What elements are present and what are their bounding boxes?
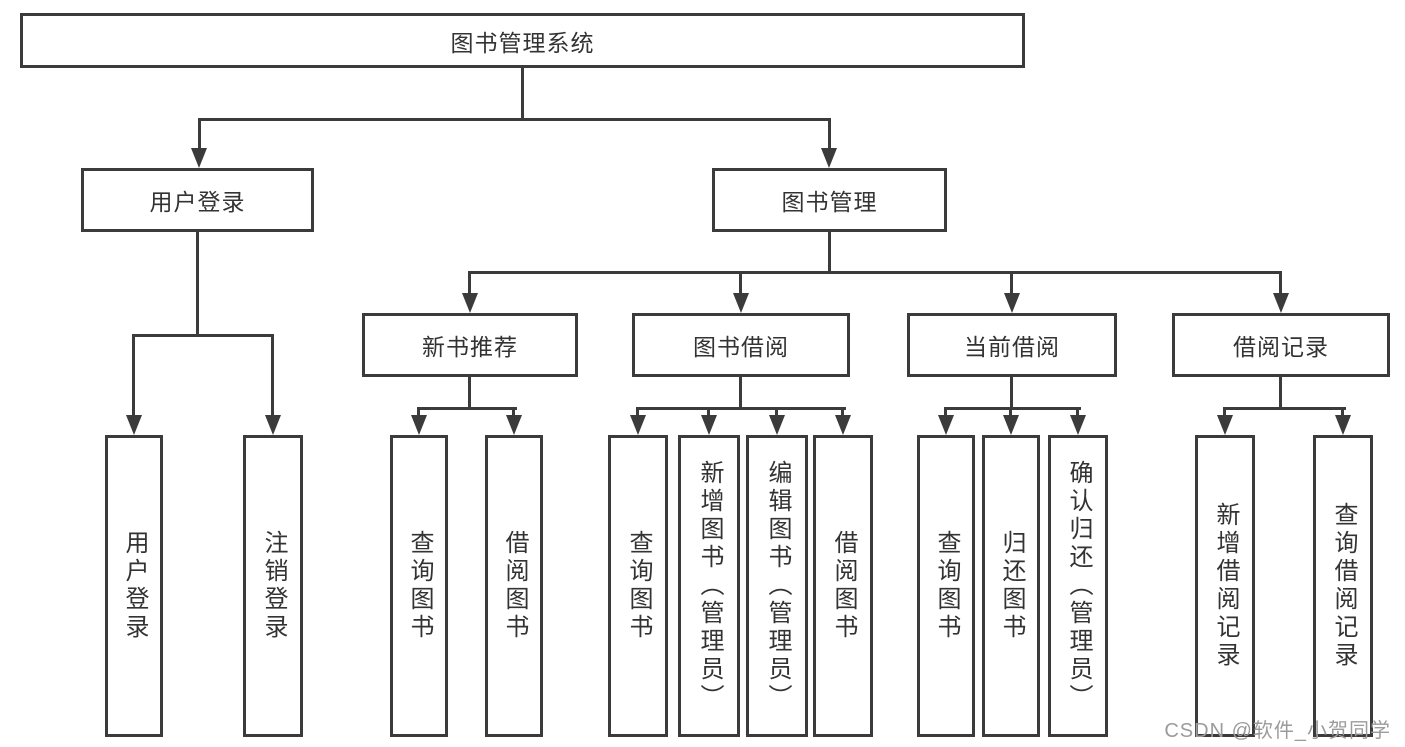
arrow-down-icon — [1335, 415, 1351, 435]
arrow-down-icon — [1070, 415, 1086, 435]
arrow-down-icon — [506, 415, 522, 435]
node-label: 图书管理系统 — [450, 29, 595, 56]
arrow-down-icon — [265, 415, 281, 435]
arrow-down-icon — [462, 293, 478, 313]
connector-line — [1010, 377, 1013, 409]
arrow-down-icon — [835, 415, 851, 435]
connector-line — [1279, 271, 1282, 297]
leaf-edit-books-admin: 编辑图书（管理员） — [746, 435, 808, 737]
leaf-label: 查询借阅记录 — [1330, 502, 1357, 670]
connector-line — [944, 407, 1081, 410]
arrow-down-icon — [1273, 293, 1289, 313]
connector-line — [417, 407, 517, 410]
leaf-label: 查询图书 — [933, 530, 960, 642]
connector-line — [271, 334, 274, 420]
leaf-logout: 注销登录 — [243, 435, 303, 737]
arrow-down-icon — [769, 415, 785, 435]
connector-line — [1341, 407, 1344, 420]
connector-line — [739, 377, 742, 409]
leaf-add-books-admin: 新增图书（管理员） — [678, 435, 740, 737]
leaf-query-books-1: 查询图书 — [390, 435, 448, 737]
leaf-label: 借阅图书 — [830, 530, 857, 642]
connector-line — [468, 271, 1282, 274]
connector-line — [1279, 377, 1282, 409]
arrow-down-icon — [701, 415, 717, 435]
connector-line — [1223, 407, 1346, 410]
node-label: 图书借阅 — [693, 334, 789, 360]
leaf-query-borrow-record: 查询借阅记录 — [1313, 435, 1373, 737]
watermark: CSDN @软件_小贺同学 — [1164, 720, 1391, 742]
leaf-user-login: 用户登录 — [105, 435, 163, 737]
leaf-borrow-books-2: 借阅图书 — [813, 435, 873, 737]
node-book-borrowing: 图书借阅 — [632, 313, 850, 377]
node-current-borrowing: 当前借阅 — [907, 313, 1117, 377]
leaf-add-borrow-record: 新增借阅记录 — [1195, 435, 1255, 737]
leaf-label: 借阅图书 — [501, 530, 528, 642]
connector-line — [636, 407, 639, 420]
node-label: 当前借阅 — [964, 334, 1060, 360]
leaf-query-books-3: 查询图书 — [917, 435, 975, 737]
leaf-label: 新增图书（管理员） — [696, 460, 723, 712]
connector-line — [944, 407, 947, 420]
node-borrowing-records: 借阅记录 — [1172, 313, 1390, 377]
arrow-down-icon — [1004, 293, 1020, 313]
node-label: 用户登录 — [149, 189, 246, 215]
arrow-down-icon — [733, 293, 749, 313]
node-user-login: 用户登录 — [81, 168, 314, 232]
connector-line — [775, 407, 778, 420]
connector-line — [196, 232, 199, 336]
arrow-down-icon — [938, 415, 954, 435]
arrow-down-icon — [411, 415, 427, 435]
leaf-label: 新增借阅记录 — [1212, 502, 1239, 670]
leaf-confirm-return-admin: 确认归还（管理员） — [1048, 435, 1108, 737]
connector-line — [417, 407, 420, 420]
leaf-label: 注销登录 — [260, 530, 287, 642]
connector-line — [132, 334, 135, 420]
connector-line — [636, 407, 846, 410]
arrow-down-icon — [1217, 415, 1233, 435]
connector-line — [1009, 407, 1012, 420]
leaf-label: 查询图书 — [625, 530, 652, 642]
connector-line — [521, 68, 524, 120]
node-book-management: 图书管理 — [712, 168, 947, 232]
leaf-borrow-books-1: 借阅图书 — [485, 435, 543, 737]
node-label: 借阅记录 — [1233, 334, 1329, 360]
leaf-label: 用户登录 — [121, 530, 148, 642]
connector-line — [198, 118, 831, 121]
leaf-label: 归还图书 — [998, 530, 1025, 642]
arrow-down-icon — [191, 148, 207, 168]
connector-line — [468, 271, 471, 297]
node-label: 新书推荐 — [422, 334, 518, 360]
node-root-library-system: 图书管理系统 — [20, 13, 1025, 68]
leaf-label: 查询图书 — [406, 530, 433, 642]
arrow-down-icon — [630, 415, 646, 435]
connector-line — [132, 334, 274, 337]
connector-line — [841, 407, 844, 420]
leaf-return-books: 归还图书 — [982, 435, 1040, 737]
connector-line — [198, 118, 201, 152]
connector-line — [1223, 407, 1226, 420]
node-new-book-recommend: 新书推荐 — [362, 313, 578, 377]
arrow-down-icon — [1003, 415, 1019, 435]
connector-line — [828, 232, 831, 273]
connector-line — [828, 118, 831, 152]
connector-line — [707, 407, 710, 420]
leaf-query-books-2: 查询图书 — [608, 435, 668, 737]
connector-line — [739, 271, 742, 297]
connector-line — [512, 407, 515, 420]
leaf-label: 编辑图书（管理员） — [764, 460, 791, 712]
connector-line — [468, 377, 471, 409]
node-label: 图书管理 — [781, 189, 878, 215]
connector-line — [1010, 271, 1013, 297]
arrow-down-icon — [821, 148, 837, 168]
connector-line — [1076, 407, 1079, 420]
leaf-label: 确认归还（管理员） — [1065, 460, 1092, 712]
arrow-down-icon — [126, 415, 142, 435]
